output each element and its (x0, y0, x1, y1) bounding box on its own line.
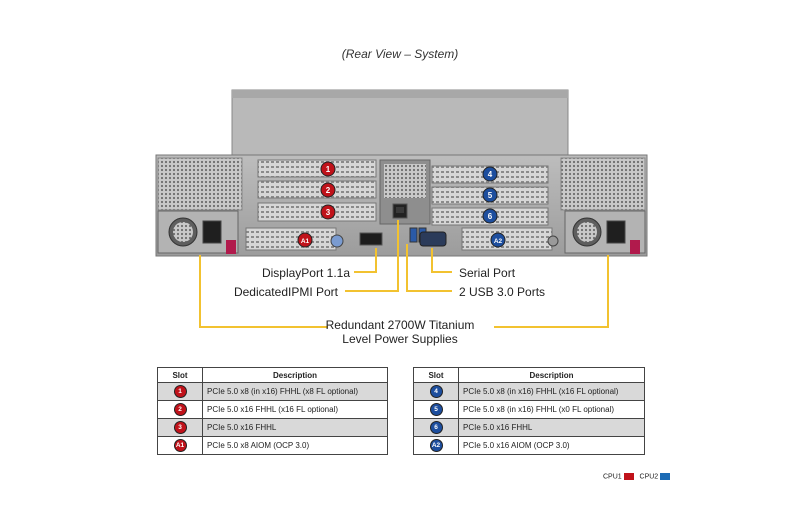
callout-power-supplies: Redundant 2700W Titanium Level Power Sup… (300, 318, 500, 346)
callout-line-psu-right (494, 255, 609, 328)
displayport-connector (359, 232, 383, 246)
slot-table-cpu1: Slot Description 1 PCIe 5.0 x8 (in x16) … (157, 367, 388, 455)
badge-slot-a1: A1 (297, 232, 313, 248)
callout-serial-port: Serial Port (459, 266, 516, 280)
callout-lines (199, 220, 609, 328)
slot-table-cpu2: Slot Description 4 PCIe 5.0 x8 (in x16) … (413, 367, 645, 455)
callout-displayport: DisplayPort 1.1a (261, 266, 350, 280)
table-header-slot: Slot (413, 367, 459, 383)
badge-slot-4: 4 (482, 166, 498, 182)
pcie-slot-group-cpu1 (257, 159, 377, 222)
figure-caption: (Rear View – System) (341, 47, 459, 61)
slot-description: PCIe 5.0 x8 (in x16) FHHL (x8 FL optiona… (202, 382, 388, 401)
svg-text:A2: A2 (494, 238, 503, 245)
slot-description: PCIe 5.0 x16 FHHL (202, 418, 388, 437)
slot-description: PCIe 5.0 x8 AIOM (OCP 3.0) (202, 436, 388, 455)
psu-right (564, 210, 646, 254)
slot-badge: 4 (430, 386, 442, 397)
svg-text:6: 6 (488, 212, 493, 221)
callout-line-serial (431, 248, 452, 273)
psu-right-power-inlet (606, 220, 626, 244)
psu-left-power-inlet (202, 220, 222, 244)
table-row: A2 PCIe 5.0 x16 AIOM (OCP 3.0) (413, 436, 645, 455)
svg-text:A1: A1 (301, 238, 310, 245)
table-row: 5 PCIe 5.0 x8 (in x16) FHHL (x0 FL optio… (413, 400, 645, 419)
callout-usb-ports: 2 USB 3.0 Ports (459, 285, 546, 299)
usb-port-1 (409, 227, 418, 243)
aiom-slot-a1 (245, 227, 337, 251)
chassis-top-cover (231, 89, 569, 157)
legend-cpu1-label: CPU1 (603, 473, 622, 481)
badge-slot-3: 3 (320, 204, 336, 220)
slot-description: PCIe 5.0 x16 FHHL (458, 418, 645, 437)
cpu-legend: CPU1 CPU2 (603, 473, 671, 481)
slot-badge: A1 (174, 440, 186, 451)
psu-label-line1: Redundant 2700W Titanium (325, 318, 475, 332)
pcie-slot-2 (257, 180, 377, 199)
svg-text:5: 5 (488, 191, 493, 200)
slot-badge: 1 (174, 386, 186, 397)
table-row: 1 PCIe 5.0 x8 (in x16) FHHL (x8 FL optio… (157, 382, 388, 401)
callout-line-displayport (354, 248, 377, 273)
slot-badge: 3 (174, 422, 186, 433)
slot-description: PCIe 5.0 x8 (in x16) FHHL (x16 FL option… (458, 382, 645, 401)
legend-cpu2-label: CPU2 (639, 473, 659, 481)
svg-text:1: 1 (326, 165, 331, 174)
badge-slot-5: 5 (482, 187, 498, 203)
badge-slot-2: 2 (320, 182, 336, 198)
callout-line-ipmi (345, 220, 399, 292)
table-row: 2 PCIe 5.0 x16 FHHL (x16 FL optional) (157, 400, 388, 419)
svg-text:2: 2 (326, 186, 331, 195)
table-row: A1 PCIe 5.0 x8 AIOM (OCP 3.0) (157, 436, 388, 455)
table-row: 3 PCIe 5.0 x16 FHHL (157, 418, 388, 437)
psu-label-line2: Level Power Supplies (342, 332, 458, 346)
right-vent (560, 157, 646, 211)
slot-badge: 5 (430, 404, 442, 415)
slot-description: PCIe 5.0 x8 (in x16) FHHL (x0 FL optiona… (458, 400, 645, 419)
slot-badge: A2 (430, 440, 442, 451)
slot-description: PCIe 5.0 x16 FHHL (x16 FL optional) (202, 400, 388, 419)
psu-left (157, 210, 239, 254)
table-row: 4 PCIe 5.0 x8 (in x16) FHHL (x16 FL opti… (413, 382, 645, 401)
legend-cpu2-swatch (660, 473, 671, 480)
callout-line-psu-left (199, 255, 328, 328)
table-header-description: Description (202, 367, 388, 383)
table-row: 6 PCIe 5.0 x16 FHHL (413, 418, 645, 437)
pcie-slot-1 (257, 159, 377, 178)
uid-button (330, 234, 344, 248)
left-vent (157, 157, 243, 211)
table-header-description: Description (458, 367, 645, 383)
badge-slot-1: 1 (320, 161, 336, 177)
badge-slot-a2: A2 (490, 232, 506, 248)
svg-text:3: 3 (326, 208, 331, 217)
aiom-slot-a2 (461, 227, 553, 251)
pcie-slot-3 (257, 202, 377, 222)
badge-slot-6: 6 (482, 208, 498, 224)
slot-badge: 6 (430, 422, 442, 433)
callout-line-usb (406, 244, 452, 292)
slot-badge: 2 (174, 404, 186, 415)
slot-description: PCIe 5.0 x16 AIOM (OCP 3.0) (458, 436, 645, 455)
table-header-slot: Slot (157, 367, 203, 383)
svg-text:4: 4 (488, 170, 493, 179)
serial-port-connector (419, 231, 447, 247)
legend-cpu1-swatch (623, 473, 634, 480)
callout-ipmi-port: DedicatedIPMI Port (233, 285, 338, 299)
